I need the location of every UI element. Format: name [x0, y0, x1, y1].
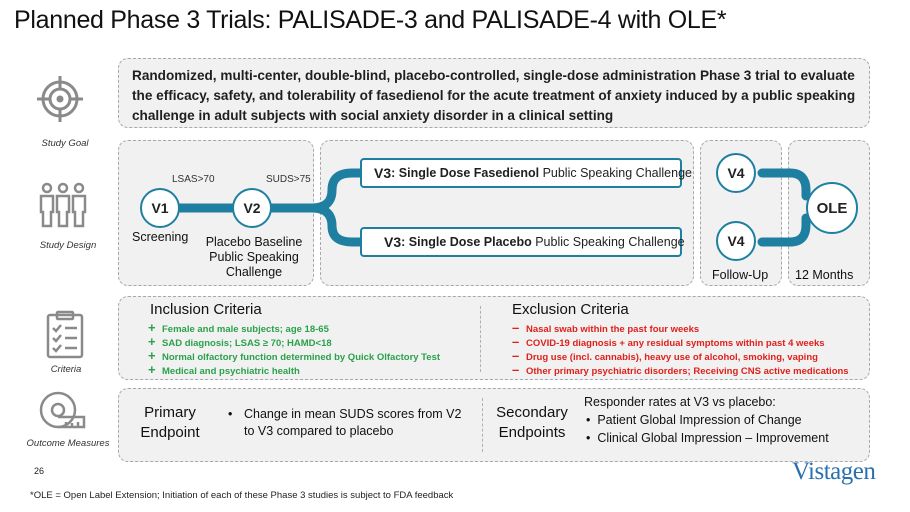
inclusion-item: +Female and male subjects; age 18-65	[148, 320, 329, 335]
visit-v4-active-node: V4	[716, 153, 756, 193]
inclusion-item: +Medical and psychiatric health	[148, 362, 300, 377]
people-group-icon	[39, 182, 87, 228]
page-title: Planned Phase 3 Trials: PALISADE-3 and P…	[14, 6, 727, 34]
study-goal-text: Randomized, multi-center, double-blind, …	[132, 68, 856, 123]
exclusion-item: –Drug use (incl. cannabis), heavy use of…	[512, 348, 818, 363]
outcome-measures-label: Outcome Measures	[26, 438, 110, 449]
study-goal-label: Study Goal	[41, 138, 89, 149]
target-icon	[37, 76, 83, 122]
secondary-endpoint-item: • Patient Global Impression of Change	[586, 413, 802, 427]
secondary-endpoint-item: • Clinical Global Impression – Improveme…	[586, 431, 829, 445]
v2-label: Placebo Baseline Public Speaking Challen…	[205, 235, 303, 279]
inclusion-title: Inclusion Criteria	[150, 301, 262, 318]
footnote: *OLE = Open Label Extension; Initiation …	[30, 490, 454, 501]
secondary-endpoint-intro: Responder rates at V3 vs placebo:	[584, 395, 776, 409]
arm-placebo-pill: V3: Single Dose Placebo Public Speaking …	[360, 227, 685, 257]
primary-endpoint-label: Primary Endpoint	[140, 404, 200, 441]
primary-endpoint-item: • Change in mean SUDS scores from V2 to …	[228, 407, 462, 438]
ole-node: OLE	[806, 182, 858, 234]
outcomes-panel	[118, 388, 870, 462]
clipboard-checklist-icon	[46, 310, 84, 359]
inclusion-item: +SAD diagnosis; LSAS ≥ 70; HAMD<18	[148, 334, 332, 349]
criteria-label: Criteria	[50, 364, 82, 375]
study-design-label: Study Design	[39, 240, 97, 251]
exclusion-item: –COVID-19 diagnosis + any residual sympt…	[512, 334, 825, 349]
study-goal-panel	[118, 58, 870, 128]
secondary-endpoint-label: Secondary Endpoints	[496, 404, 568, 441]
exclusion-item: –Nasal swab within the past four weeks	[512, 320, 700, 335]
inclusion-item: +Normal olfactory function determined by…	[148, 348, 441, 363]
visit-v4-placebo-node: V4	[716, 221, 756, 261]
criteria-divider	[480, 306, 481, 372]
followup-label: Follow-Up	[712, 268, 769, 282]
outcomes-divider	[482, 398, 483, 452]
v1-label: Screening	[132, 230, 189, 244]
arm-active-pill: V3: Single Dose Fasedienol Public Speaki…	[360, 158, 692, 188]
measuring-tape-icon	[39, 391, 86, 429]
suds-threshold: SUDS>75	[266, 174, 311, 185]
months-label: 12 Months	[795, 268, 854, 282]
exclusion-item: –Other primary psychiatric disorders; Re…	[512, 362, 849, 377]
vistagen-logo: Vistagen	[792, 458, 876, 485]
lsas-threshold: LSAS>70	[172, 174, 215, 185]
page-number: 26	[34, 466, 45, 476]
visit-v2-node: V2	[232, 188, 272, 228]
exclusion-title: Exclusion Criteria	[512, 301, 629, 318]
criteria-panel	[118, 296, 870, 380]
visit-v1-node: V1	[140, 188, 180, 228]
